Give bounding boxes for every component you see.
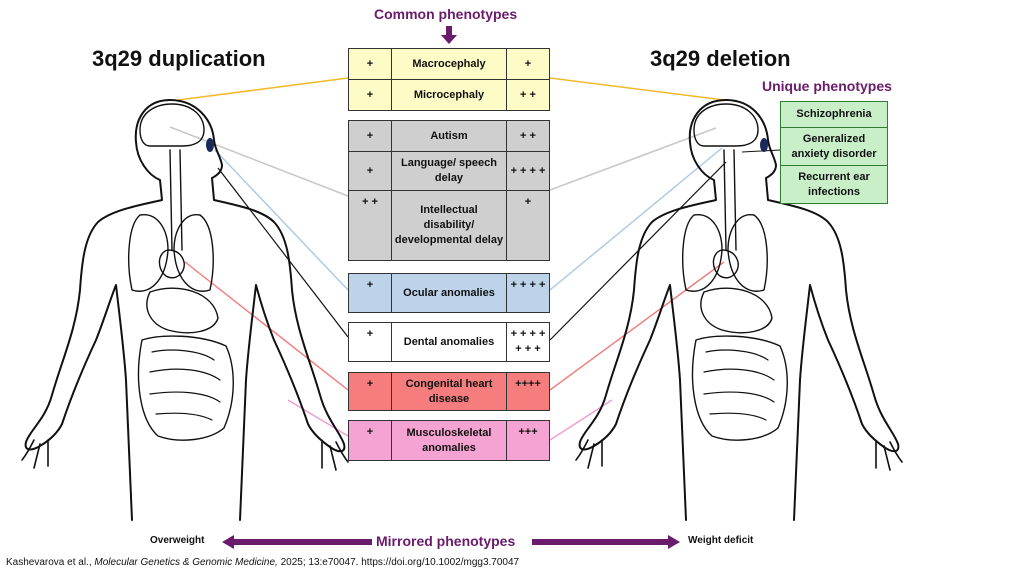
dup-score: + [348,120,392,152]
del-score: + + + + [506,151,550,191]
deletion-title: 3q29 deletion [650,46,791,71]
connector-blue-right [549,147,723,291]
del-score: ++++ [506,372,550,411]
dup-score: + [348,151,392,191]
table-red: + Congenital heart disease ++++ [348,372,550,411]
citation: Kashevarova et al., Molecular Genetics &… [6,557,519,568]
list-item: Generalized anxiety disorder [780,127,888,166]
dup-score: + [348,420,392,461]
phenotype-label: Intellectual disability/ developmental d… [391,190,507,261]
common-phenotypes-title: Common phenotypes [374,6,518,22]
del-score: + + + + [506,273,550,313]
list-item: Schizophrenia [780,101,888,128]
connector-heart-left [184,261,349,391]
phenotype-label: Autism [391,120,507,152]
table-row: + Ocular anomalies + + + + [348,273,550,313]
table-blue: + Ocular anomalies + + + + [348,273,550,313]
phenotype-label: Macrocephaly [391,48,507,80]
table-row: + Congenital heart disease ++++ [348,372,550,411]
table-row: + Dental anomalies + + + + + + + [348,322,550,362]
weight-deficit-label: Weight deficit [688,535,754,546]
del-score: + + + + + + + [506,322,550,362]
overweight-label: Overweight [150,535,205,546]
table-row: + Language/ speech delay + + + + [348,151,550,191]
del-score: + [506,48,550,80]
common-down-arrow [441,26,457,44]
connector-yellow-right [549,77,725,101]
unique-phenotype: Schizophrenia [780,101,888,128]
phenotype-label: Language/ speech delay [391,151,507,191]
table-row: + Microcephaly + + [348,79,550,111]
list-item: Recurrent ear infections [780,165,888,204]
dup-score: + [348,79,392,111]
dup-score: + [348,322,392,362]
connector-blue-left [214,149,349,291]
citation-journal: Molecular Genetics & Genomic Medicine, [94,557,278,568]
dup-score: + + [348,190,392,261]
connector-yellow-left [177,77,349,101]
connector-dental-left [217,167,349,338]
phenotype-label: Congenital heart disease [391,372,507,411]
dup-score: + [348,372,392,411]
unique-phenotype: Generalized anxiety disorder [780,127,888,166]
duplication-title: 3q29 duplication [92,46,266,71]
left-body-figure [21,99,349,521]
table-row: + Macrocephaly + [348,48,550,80]
phenotype-label: Microcephaly [391,79,507,111]
table-pink: + Musculoskeletal anomalies +++ [348,420,550,461]
del-score: + + [506,120,550,152]
dup-score: + [348,273,392,313]
del-score: + + [506,79,550,111]
unique-phenotypes-title: Unique phenotypes [762,78,892,94]
mirrored-right-arrow [532,535,680,549]
connector-musculo-left [287,399,349,437]
del-score: + [506,190,550,261]
phenotype-label: Ocular anomalies [391,273,507,313]
table-row: + + Intellectual disability/ development… [348,190,550,261]
table-yellow: + Macrocephaly + + Microcephaly + + [348,48,550,111]
table-gray: + Autism + + + Language/ speech delay + … [348,120,550,261]
connector-gray-left [169,126,349,197]
dup-score: + [348,48,392,80]
connector-heart-right [549,261,725,391]
unique-phenotype: Recurrent ear infections [780,165,888,204]
right-body-figure [575,99,903,521]
phenotype-label: Musculoskeletal anomalies [391,420,507,461]
del-score: +++ [506,420,550,461]
mirrored-phenotypes-label: Mirrored phenotypes [376,533,516,549]
table-dental: + Dental anomalies + + + + + + + [348,322,550,362]
connector-unique [741,149,781,153]
connector-gray-right [549,127,717,191]
citation-details: 2025; 13:e70047. https://doi.org/10.1002… [280,557,520,568]
unique-phenotypes-table: Schizophrenia Generalized anxiety disord… [780,101,888,204]
citation-authors: Kashevarova et al., [6,557,92,568]
table-row: + Musculoskeletal anomalies +++ [348,420,550,461]
table-row: + Autism + + [348,120,550,152]
phenotype-label: Dental anomalies [391,322,507,362]
mirrored-left-arrow [222,535,372,549]
